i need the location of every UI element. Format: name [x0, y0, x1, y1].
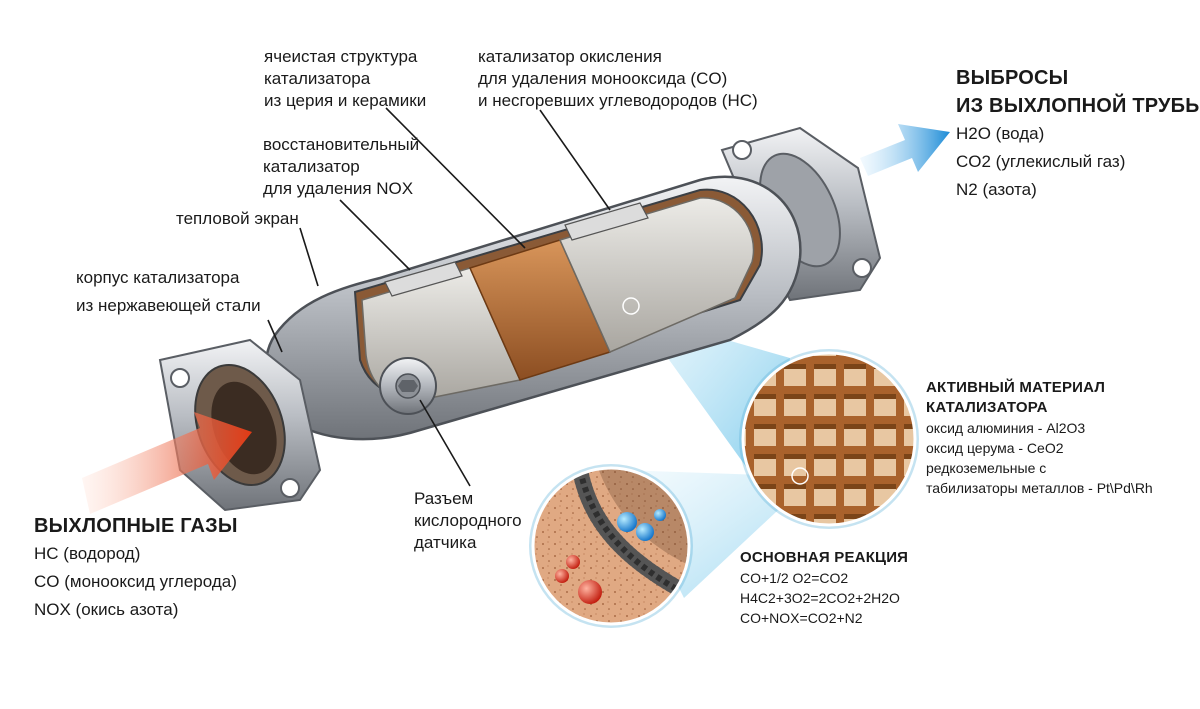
main-reaction-block: ОСНОВНАЯ РЕАКЦИЯ CO+1/2 O2=CO2 H4C2+3O2=… [740, 548, 908, 628]
outlet-arrow [860, 124, 950, 176]
label-line: Разъем [414, 489, 474, 508]
label-honeycomb-structure: ячеистая структура катализатора из церия… [264, 46, 426, 112]
active-material-item: оксид алюминия - Al2O3 [926, 420, 1086, 436]
label-line: для удаления монооксида (CO) [478, 69, 728, 88]
oxygen-sensor-port [379, 357, 437, 415]
label-heat-shield: тепловой экран [176, 208, 299, 230]
label-line: из церия и керамики [264, 91, 427, 110]
honeycomb-zoom [739, 349, 919, 529]
outlet-item: N2 (азота) [956, 180, 1037, 199]
inlet-gases-block: ВЫХЛОПНЫЕ ГАЗЫ HC (водород) CO (моноокси… [34, 512, 238, 624]
label-oxidation-catalyst: катализатор окисления для удаления моноо… [478, 46, 758, 112]
reaction-item: H4C2+3O2=2CO2+2H2O [740, 590, 900, 606]
label-line: кислородного [414, 511, 522, 530]
label-line: катализатора [264, 69, 371, 88]
reaction-item: CO+1/2 O2=CO2 [740, 570, 849, 586]
label-line: для удаления NOX [263, 179, 414, 198]
active-material-item: оксид церума - CeO2 [926, 440, 1064, 456]
label-line: тепловой экран [176, 209, 299, 228]
active-material-title: КАТАЛИЗАТОРА [926, 399, 1048, 416]
outlet-item: CO2 (углекислый газ) [956, 152, 1126, 171]
inlet-arrow [82, 412, 252, 514]
reaction-title: ОСНОВНАЯ РЕАКЦИЯ [740, 549, 909, 566]
label-line: и несгоревших углеводородов (HC) [478, 91, 758, 110]
inlet-item: NOX (окись азота) [34, 600, 179, 619]
label-line: катализатор [263, 157, 360, 176]
outlet-title: ВЫБРОСЫ [956, 67, 1069, 89]
label-line: восстановительный [263, 135, 420, 154]
active-material-title: АКТИВНЫЙ МАТЕРИАЛ [926, 379, 1106, 396]
inlet-flange [158, 338, 322, 512]
label-line: ячеистая структура [264, 47, 418, 66]
label-line: датчика [414, 533, 477, 552]
inlet-title: ВЫХЛОПНЫЕ ГАЗЫ [34, 515, 238, 537]
active-material-item: редкоземельные с [926, 460, 1047, 476]
outlet-item: H2O (вода) [956, 124, 1045, 143]
label-oxygen-sensor: Разъем кислородного датчика [414, 488, 522, 554]
label-line: катализатор окисления [478, 47, 662, 66]
inlet-item: CO (монооксид углерода) [34, 572, 237, 591]
label-line: из нержавеющей стали [76, 296, 261, 315]
inlet-item: HC (водород) [34, 544, 141, 563]
active-material-item: табилизаторы металлов - Pt\Pd\Rh [926, 480, 1153, 496]
leader-lines [267, 107, 611, 487]
outlet-title: ИЗ ВЫХЛОПНОЙ ТРУБЫ [956, 95, 1200, 117]
label-reduction-catalyst: восстановительный катализатор для удален… [263, 134, 419, 200]
label-line: корпус катализатора [76, 268, 240, 287]
label-housing: корпус катализатора из нержавеющей стали [76, 264, 261, 320]
outlet-emissions-block: ВЫБРОСЫ ИЗ ВЫХЛОПНОЙ ТРУБЫ H2O (вода) CO… [956, 64, 1200, 204]
active-material-block: АКТИВНЫЙ МАТЕРИАЛ КАТАЛИЗАТОРА оксид алю… [926, 378, 1153, 498]
ceramic-core-rear [558, 197, 755, 353]
reaction-item: CO+NOX=CO2+N2 [740, 610, 863, 626]
